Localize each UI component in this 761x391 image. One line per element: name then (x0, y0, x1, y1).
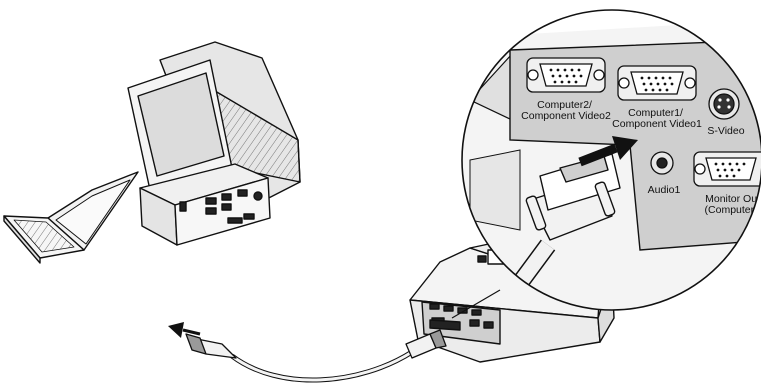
computer1-port-icon (617, 65, 697, 101)
svideo-label: S-Video (707, 125, 744, 137)
zoom-detail: Computer2/ Component Video2 Computer1/ C… (461, 9, 761, 311)
desktop-computer (139, 163, 271, 246)
audio1-port-icon (650, 151, 674, 175)
laptop (3, 171, 139, 264)
insert-arrow-icon (578, 136, 638, 167)
callout-line (451, 289, 501, 319)
monitor-out-label: Monitor Out (Computer1) (705, 193, 761, 216)
computer1-label: Computer1/ Component Video1 (612, 107, 702, 130)
vga-cable (185, 329, 447, 383)
left-arrow-icon (168, 322, 201, 338)
computer2-port-icon (526, 57, 606, 93)
computer2-label: Computer2/ Component Video2 (521, 99, 611, 122)
svideo-port-icon (708, 88, 740, 120)
audio1-label: Audio1 (648, 184, 681, 196)
monitor-out-port-icon (693, 151, 761, 187)
